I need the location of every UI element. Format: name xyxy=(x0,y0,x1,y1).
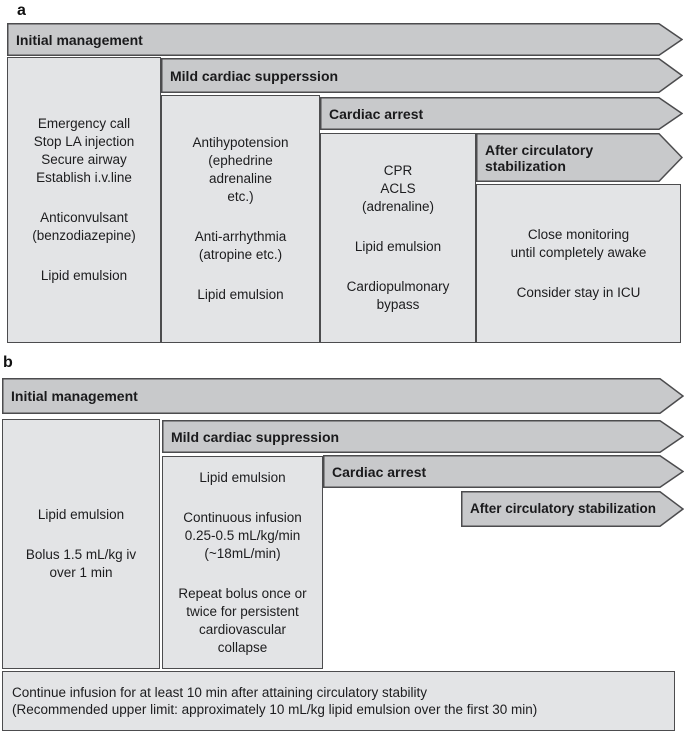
arrow-shape xyxy=(323,455,684,488)
arrow-shape xyxy=(320,97,683,130)
text-line: Emergency call xyxy=(37,116,131,131)
text-line: over 1 min xyxy=(49,565,113,580)
banner-after-stabilization-b-text: After circulatory stabilization xyxy=(470,501,657,516)
arrow-shape xyxy=(2,378,684,414)
text-line: until completely awake xyxy=(510,244,647,260)
text-line: (Recommended upper limit: approximately … xyxy=(12,702,538,717)
banner-initial-management-b-text: Initial management xyxy=(11,388,138,404)
text-line: (adrenaline) xyxy=(361,199,435,214)
banner-after-stabilization-a-text: After circulatory stabilization xyxy=(485,141,594,174)
text-line: Secure airway xyxy=(41,152,127,167)
banner-mild-cardiac-suppression-a: Mild cardiac supperssion xyxy=(161,58,683,93)
banner-initial-management-a: Initial management xyxy=(7,23,683,56)
banner-mild-cardiac-suppression-b-text: Mild cardiac suppression xyxy=(171,428,340,445)
text-line: Consider stay in ICU xyxy=(516,284,641,300)
banner-cardiac-arrest-b: Cardiac arrest xyxy=(323,455,684,488)
banner-cardiac-arrest-a: Cardiac arrest xyxy=(320,97,683,130)
banner-initial-management-a-text: Initial management xyxy=(16,31,143,48)
text-line: (~18mL/min) xyxy=(204,545,281,561)
text-line: ACLS xyxy=(380,181,416,196)
arrow-shape xyxy=(162,420,684,453)
arrow-shape xyxy=(461,491,684,527)
text-line: (benzodiazepine) xyxy=(32,228,136,243)
box-continue-infusion-note: Continue infusion for at least 10 min af… xyxy=(2,671,675,731)
text-line: Bolus 1.5 mL/kg iv xyxy=(25,547,137,562)
panel-a-label: a xyxy=(17,2,26,19)
text-line: twice for persistent xyxy=(186,603,299,619)
text-line: Continue infusion for at least 10 min af… xyxy=(12,685,427,700)
banner-mild-cardiac-suppression-a-text: Mild cardiac supperssion xyxy=(170,67,339,84)
panel-b-label: b xyxy=(3,354,13,371)
text-line: Antihypotension xyxy=(192,135,289,150)
banner-mild-cardiac-suppression-b: Mild cardiac suppression xyxy=(162,420,684,453)
text-line: Cardiopulmonary xyxy=(346,279,450,294)
banner-initial-management-b: Initial management xyxy=(2,378,684,414)
text-line: Lipid emulsion xyxy=(40,268,128,283)
arrow-shape xyxy=(7,23,683,56)
text-line: Stop LA injection xyxy=(33,134,135,149)
banner-after-stabilization-b: After circulatory stabilization xyxy=(461,491,684,527)
text-line: 0.25-0.5 mL/kg/min xyxy=(184,527,301,543)
text-line: Lipid emulsion xyxy=(199,469,286,485)
text-line: Anticonvulsant xyxy=(40,210,128,225)
text-line: CPR xyxy=(383,163,413,178)
text-line: Repeat bolus once or xyxy=(178,585,307,601)
text-line: Lipid emulsion xyxy=(197,287,284,302)
text-line: etc.) xyxy=(227,189,254,204)
text-line: cardiovascular xyxy=(198,621,287,637)
text-line: Establish i.v.line xyxy=(36,170,132,185)
arrow-shape xyxy=(476,133,683,182)
arrow-shape xyxy=(161,58,683,93)
banner-after-stabilization-a: After circulatory stabilization xyxy=(476,133,683,182)
box-mild-cardiac-suppression-a: Antihypotension (ephedrine adrenaline etc.)… xyxy=(161,95,320,343)
text-line: (atropine etc.) xyxy=(198,247,283,262)
text-line: (ephedrine xyxy=(208,153,273,168)
text-line: adrenaline xyxy=(208,171,273,186)
text-line: Anti-arrhythmia xyxy=(194,229,287,244)
text-line: Close monitoring xyxy=(527,226,630,242)
banner-cardiac-arrest-b-text: Cardiac arrest xyxy=(332,463,427,480)
text-line: bypass xyxy=(376,297,420,312)
banner-cardiac-arrest-a-text: Cardiac arrest xyxy=(329,105,424,122)
text-line: collapse xyxy=(217,639,268,655)
text-line: Lipid emulsion xyxy=(37,507,125,522)
text-line: Lipid emulsion xyxy=(354,239,442,254)
text-line: Continuous infusion xyxy=(183,509,302,525)
